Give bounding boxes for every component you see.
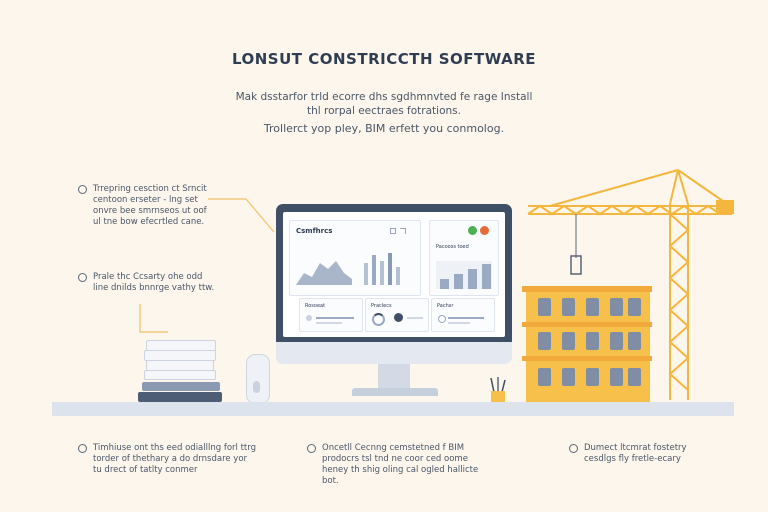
progress-ring-icon xyxy=(372,313,385,326)
note-line: bot. xyxy=(322,476,339,486)
note-line: Timhiuse ont ths eed odialllng forl ttrg xyxy=(93,443,256,453)
building-window xyxy=(628,298,641,316)
arrow-icon xyxy=(400,228,406,234)
bullet-circle-icon xyxy=(78,444,87,453)
crane-icon xyxy=(527,169,734,400)
progress-bar xyxy=(454,273,463,289)
dashboard-card-main: Csmfhrcs xyxy=(289,220,421,296)
dashboard-card-bottom-2: Praclecs xyxy=(365,298,429,332)
status-green-button[interactable] xyxy=(468,226,477,235)
bar-chart-icon xyxy=(364,253,400,285)
pencil-cup-icon xyxy=(490,377,506,403)
note-line: line dnilds bnnrge vathy ttw. xyxy=(93,283,215,293)
card-title-progress: Pacooss toed xyxy=(436,244,469,250)
monitor-stand xyxy=(378,364,410,390)
status-ring-icon xyxy=(394,313,403,322)
building-window xyxy=(586,368,599,386)
bullet-circle-icon xyxy=(78,273,87,282)
bottom-card-label: Rosoeat xyxy=(305,303,326,309)
note-line: onvre bee smrnseos ut oof xyxy=(93,206,207,216)
connector-top-line xyxy=(208,198,275,233)
building-window xyxy=(538,332,551,350)
progress-bar xyxy=(440,279,449,289)
page-tagline: Trollerct yop pley, BIM erfett you conmo… xyxy=(263,122,505,135)
page-subtitle: Mak dsstarfor trld ecorre dhs sgdhmnvted… xyxy=(234,90,534,118)
note-line: torder of thethary a do drnsdare yor xyxy=(93,454,248,464)
status-dot-icon xyxy=(306,315,312,321)
area-chart-icon xyxy=(296,261,352,285)
building-window xyxy=(562,298,575,316)
monitor-chin xyxy=(276,342,512,364)
note-line: tu drect of tatlty conmer xyxy=(93,465,198,475)
note-line: Trrepring cesction ct Srncit xyxy=(93,184,207,194)
building-window xyxy=(628,332,641,350)
subtitle-line-2: thl rorpal eectraes fotrations. xyxy=(307,105,461,117)
monitor-icon: Csmfhrcs Pacooss toed Rosoeat xyxy=(276,204,512,348)
bottom-card-label: Pachsr xyxy=(437,303,454,309)
monitor-base xyxy=(352,388,438,396)
building-window xyxy=(562,368,575,386)
progress-bar xyxy=(468,269,477,289)
note-line: heney th shig oling cal ogled hallicte xyxy=(322,465,479,475)
note-bottom-mid: Oncetll Cecnng cemstetned f BIM prodocrs… xyxy=(307,443,479,487)
note-bottom-right: Dumect ltcmrat fostetry cesdlgs fly fret… xyxy=(569,443,687,465)
note-line: Oncetll Cecnng cemstetned f BIM xyxy=(322,443,465,453)
progress-bar xyxy=(482,263,491,289)
building-window xyxy=(562,332,575,350)
note-line: Dumect ltcmrat fostetry xyxy=(584,443,687,453)
subtitle-line-1: Mak dsstarfor trld ecorre dhs sgdhmnvted… xyxy=(235,91,533,103)
note-left-top: Trrepring cesction ct Srncit centoon ers… xyxy=(78,184,207,228)
building-window xyxy=(586,298,599,316)
page-title: LONSUT CONSTRICCTH SOFTWARE xyxy=(231,50,537,68)
monitor-screen: Csmfhrcs Pacooss toed Rosoeat xyxy=(283,212,505,337)
bullet-circle-icon xyxy=(78,185,87,194)
note-line: cesdlgs fly fretle-ecary xyxy=(584,454,681,464)
bullet-circle-icon xyxy=(569,444,578,453)
building-window xyxy=(538,298,551,316)
building-window xyxy=(610,368,623,386)
dashboard-card-bottom-3: Pachsr xyxy=(431,298,495,332)
connector-mid-line xyxy=(139,304,168,333)
note-line: centoon erseter - lng set xyxy=(93,195,198,205)
note-line: ul tne bow efecrtled cane. xyxy=(93,217,205,227)
dashboard-card-bottom-1: Rosoeat xyxy=(299,298,363,332)
building-icon xyxy=(522,282,652,402)
desk-surface xyxy=(52,402,734,416)
building-window xyxy=(610,298,623,316)
speaker-icon xyxy=(246,354,270,404)
app-title: Csmfhrcs xyxy=(296,227,333,235)
bottom-card-label: Praclecs xyxy=(371,303,392,309)
progress-bars xyxy=(436,261,492,289)
status-orange-button[interactable] xyxy=(480,226,489,235)
dashboard-card-progress: Pacooss toed xyxy=(429,220,499,296)
building-window xyxy=(538,368,551,386)
note-line: prodocrs tsl tnd ne coor ced oome xyxy=(322,454,468,464)
building-window xyxy=(628,368,641,386)
note-left-mid: Prale thc Ccsarty ohe odd line dnilds bn… xyxy=(78,272,215,294)
building-window xyxy=(610,332,623,350)
expand-icon xyxy=(390,228,396,234)
building-window xyxy=(586,332,599,350)
note-bottom-left: Timhiuse ont ths eed odialllng forl ttrg… xyxy=(78,443,256,476)
note-line: Prale thc Ccsarty ohe odd xyxy=(93,272,203,282)
status-dot-icon xyxy=(438,315,446,323)
bullet-circle-icon xyxy=(307,444,316,453)
